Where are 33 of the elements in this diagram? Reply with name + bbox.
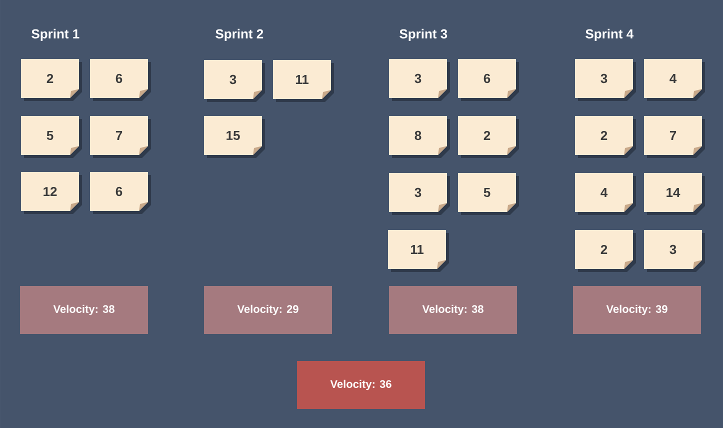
- sticky-note: 3: [575, 59, 636, 101]
- sticky-note: 6: [90, 172, 151, 214]
- sticky-note: 2: [21, 59, 82, 101]
- sticky-note: 2: [458, 116, 519, 158]
- velocity-box: Velocity: 39: [573, 286, 701, 334]
- sticky-note: 11: [273, 60, 334, 102]
- sticky-note: 14: [644, 173, 705, 215]
- sticky-note: 6: [90, 59, 151, 101]
- sticky-note: 7: [90, 116, 151, 158]
- velocity-box: Velocity: 38: [20, 286, 148, 334]
- sticky-note: 7: [644, 116, 705, 158]
- sticky-note: 5: [21, 116, 82, 158]
- sticky-note: 6: [458, 59, 519, 101]
- sticky-note: 4: [644, 59, 705, 101]
- sticky-note: 2: [575, 230, 636, 272]
- sprint-heading: Sprint 4: [586, 28, 634, 42]
- sprint-heading: Sprint 3: [400, 28, 448, 42]
- average-velocity-box: Velocity: 36: [297, 361, 425, 409]
- sticky-note: 3: [644, 230, 705, 272]
- sprint-heading: Sprint 2: [216, 28, 264, 42]
- sticky-note: 3: [204, 60, 265, 102]
- sticky-note: 5: [458, 173, 519, 215]
- sticky-note: 11: [388, 230, 449, 272]
- sticky-note: 12: [21, 172, 82, 214]
- sticky-note: 15: [204, 116, 265, 158]
- velocity-box: Velocity: 38: [389, 286, 517, 334]
- sticky-note: 3: [389, 59, 450, 101]
- sticky-note: 8: [389, 116, 450, 158]
- sticky-note: 2: [575, 116, 636, 158]
- velocity-box: Velocity: 29: [204, 286, 332, 334]
- sticky-note: 4: [575, 173, 636, 215]
- sticky-note: 3: [389, 173, 450, 215]
- sprint-heading: Sprint 1: [32, 28, 80, 42]
